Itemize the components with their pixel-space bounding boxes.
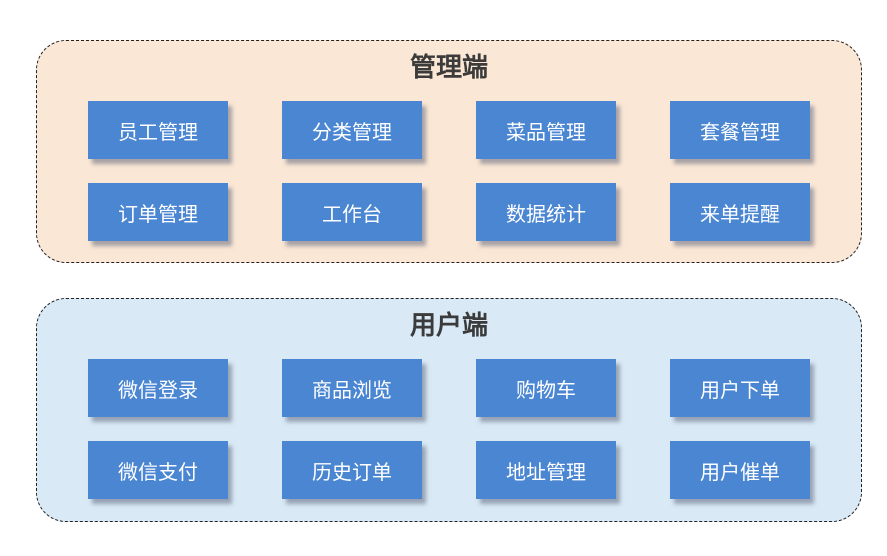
user-panel-title: 用户端 <box>409 310 488 340</box>
module-shopping-cart: 购物车 <box>476 359 616 417</box>
module-employee-management: 员工管理 <box>88 101 228 159</box>
module-product-browsing: 商品浏览 <box>282 359 422 417</box>
module-order-management: 订单管理 <box>88 183 228 241</box>
user-panel: 用户端 微信登录 商品浏览 购物车 用户下单 微信支付 历史订单 地址管理 用户… <box>36 298 862 522</box>
user-module-grid: 微信登录 商品浏览 购物车 用户下单 微信支付 历史订单 地址管理 用户催单 <box>88 359 810 499</box>
module-address-management: 地址管理 <box>476 441 616 499</box>
module-wechat-pay: 微信支付 <box>88 441 228 499</box>
module-combo-management: 套餐管理 <box>670 101 810 159</box>
module-user-urge-order: 用户催单 <box>670 441 810 499</box>
module-dish-management: 菜品管理 <box>476 101 616 159</box>
module-user-place-order: 用户下单 <box>670 359 810 417</box>
module-workbench: 工作台 <box>282 183 422 241</box>
module-category-management: 分类管理 <box>282 101 422 159</box>
module-order-history: 历史订单 <box>282 441 422 499</box>
module-incoming-order-reminder: 来单提醒 <box>670 183 810 241</box>
module-wechat-login: 微信登录 <box>88 359 228 417</box>
admin-panel-title: 管理端 <box>409 52 488 82</box>
module-data-statistics: 数据统计 <box>476 183 616 241</box>
admin-module-grid: 员工管理 分类管理 菜品管理 套餐管理 订单管理 工作台 数据统计 来单提醒 <box>88 101 810 241</box>
admin-panel: 管理端 员工管理 分类管理 菜品管理 套餐管理 订单管理 工作台 数据统计 来单… <box>36 40 862 263</box>
